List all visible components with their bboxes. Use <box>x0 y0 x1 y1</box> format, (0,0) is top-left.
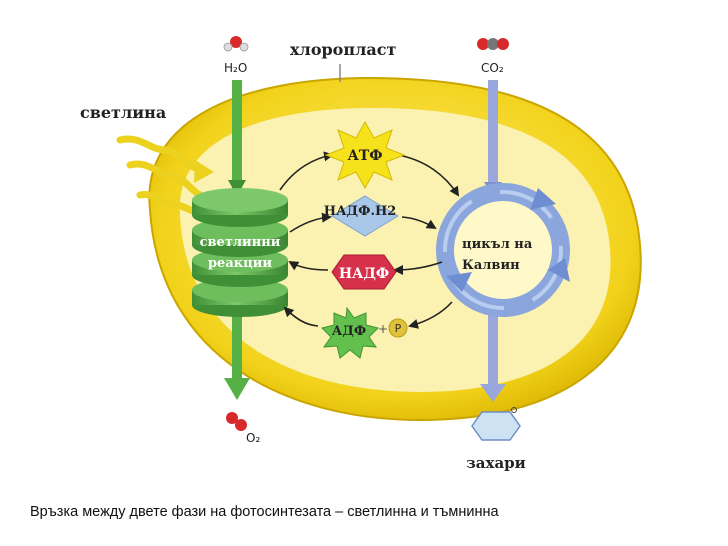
arrow-atp-to-calvin <box>397 154 460 197</box>
atp-label: АТФ <box>347 148 382 164</box>
arrow-adp-to-stack <box>283 306 319 327</box>
nadp-hexagon-icon <box>331 254 397 290</box>
nadph2-label: НАДФ.Н2 <box>324 204 397 219</box>
arrow-stack-to-nadph <box>289 212 332 233</box>
calvin-arrowhead-right-icon <box>548 258 570 282</box>
atp-star-icon <box>324 120 406 190</box>
light-reactions-label-line1: светлинни <box>200 235 281 250</box>
arrow-stack-to-atp <box>279 151 334 191</box>
chloroplast-stroma <box>179 108 611 392</box>
sugar-molecule-icon <box>471 411 521 441</box>
arrow-calvin-to-nadp <box>393 261 443 275</box>
sugar-label: захари <box>466 454 526 472</box>
phosphate-label: P <box>395 322 402 335</box>
calvin-arrowhead-top-icon <box>530 188 556 210</box>
water-molecule-icon <box>223 36 249 52</box>
calvin-label-line2: Калвин <box>462 258 520 273</box>
calvin-label-line1: цикъл на <box>462 237 533 252</box>
arrow-nadph-to-calvin <box>401 216 437 230</box>
calvin-cycle <box>436 183 570 317</box>
thylakoid-stack <box>192 188 288 317</box>
nadph2-diamond-icon <box>331 195 399 237</box>
adp-label: АДФ <box>332 324 366 339</box>
calvin-arrowhead-bottom-icon <box>446 272 472 292</box>
light-label: светлина <box>80 103 166 122</box>
arrow-calvin-to-adp <box>408 301 453 329</box>
adp-burst-icon <box>321 306 379 359</box>
adp-plus-label: + <box>378 322 388 336</box>
chloroplast <box>148 64 642 422</box>
co2-label: CO₂ <box>481 61 504 75</box>
light-reactions-label-line2: реакции <box>208 256 272 271</box>
figure-caption: Връзка между двете фази на фотосинтезата… <box>30 504 499 520</box>
water-label: H₂O <box>224 61 247 75</box>
co2-molecule-icon <box>477 38 509 50</box>
cycle-arrows <box>279 151 460 329</box>
oxygen-molecule-icon <box>226 412 247 431</box>
oxygen-label: O₂ <box>246 431 260 445</box>
chloroplast-label: хлоропласт <box>290 40 396 59</box>
arrow-nadp-to-stack <box>288 260 329 271</box>
phosphate-icon <box>388 318 408 338</box>
nadp-label: НАДФ <box>339 266 389 282</box>
